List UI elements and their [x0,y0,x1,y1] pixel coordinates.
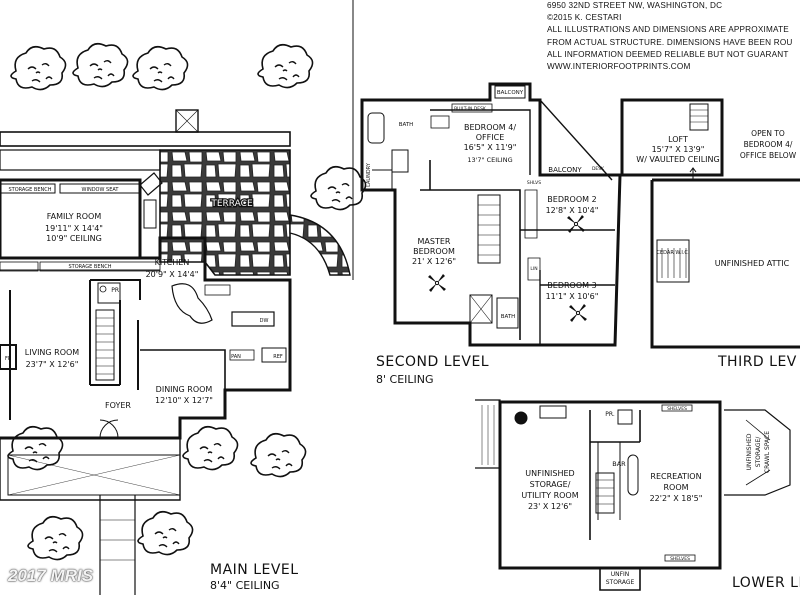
foyer-label: FOYER [105,401,131,410]
plan-header: 6950 32ND STREET NW, WASHINGTON, DC ©201… [547,0,800,73]
kitchen-name: KITCHEN [155,258,190,267]
website: WWW.INTERIORFOOTPRINTS.COM [547,61,691,71]
third-level-labels: LOFT 15'7" X 13'9" W/ VAULTED CEILING OP… [636,129,796,268]
dishwasher-label: DW [260,318,269,324]
linen-label: LIN [530,266,537,272]
master-name: MASTER [418,237,451,246]
bedroom2-name: BEDROOM 2 [547,195,596,204]
bedroom4-name: BEDROOM 4/ [464,123,516,132]
pantry-label: PAN [231,354,241,360]
bath-lower-label: BATH [501,314,516,320]
bath-upper-label: BATH [399,122,414,128]
unfin-storage-line2: STORAGE [606,579,635,586]
disclaimer-2: FROM ACTUAL STRUCTURE. DIMENSIONS HAVE B… [547,37,793,47]
laundry-label: LAUNDRY [366,162,372,187]
crawl-line2: STORAGE/ [755,436,762,468]
second-level-plan [360,82,622,347]
storage-line3: UTILITY ROOM [521,491,578,500]
main-level-labels: FAMILY ROOM 19'11" X 14'4" 10'9" CEILING… [5,187,283,410]
living-room-name: LIVING ROOM [25,348,80,357]
powder-room-lower-label: PR. [605,411,615,418]
attic-name: UNFINISHED ATTIC [715,259,790,268]
shelves-second-label: SHLVS [527,180,541,186]
second-level-title: SECOND LEVEL [376,354,490,370]
lower-level-plan [475,399,791,591]
family-room-ceiling: 10'9" CEILING [46,234,102,243]
loft-ceiling: W/ VAULTED CEILING [636,155,719,164]
main-level-plan [0,0,367,595]
main-level-title: MAIN LEVEL [210,562,299,578]
lower-level-title: LOWER LE [732,575,800,591]
recreation-name2: ROOM [663,483,688,492]
storage-line1: UNFINISHED [525,469,574,478]
balcony-side-label: BALCONY [548,166,582,174]
disclaimer-3: ALL INFORMATION DEEMED RELIABLE BUT NOT … [547,49,789,59]
storage-bench-lower-label: STORAGE BENCH [69,264,112,270]
shelves-top-label: SHELVES [667,406,687,412]
loft-dims: 15'7" X 13'9" [652,145,705,154]
storage-bench-label: STORAGE BENCH [9,187,52,193]
bedroom3-dims: 11'1" X 10'6" [546,292,599,301]
recreation-dims: 22'2" X 18'5" [650,494,703,503]
family-room-dims: 19'11" X 14'4" [45,224,103,233]
bedroom2-dims: 12'8" X 10'4" [546,206,599,215]
watermark: 2017 MRIS [8,566,94,585]
kitchen-dims: 20'9" X 14'4" [146,270,199,279]
crawl-line3: CRAWL SPACE [764,431,771,473]
crawl-line1: UNFINISHED [746,433,753,470]
living-room-dims: 23'7" X 12'6" [26,360,79,369]
open-to-line2: BEDROOM 4/ [744,140,793,149]
disclaimer-1: ALL ILLUSTRATIONS AND DIMENSIONS ARE APP… [547,25,789,35]
desk-label: DESK [592,166,605,172]
balcony-top-label: BALCONY [497,90,524,96]
shelves-bottom-label: SHELVES [670,556,690,562]
third-level-plan [620,98,800,349]
open-to-line1: OPEN TO [751,129,785,138]
main-level-ceiling: 8'4" CEILING [210,579,280,592]
open-to-line3: OFFICE BELOW [740,151,797,160]
powder-room-label: PR. [111,287,121,294]
master-name2: BEDROOM [413,247,455,256]
recreation-name: RECREATION [650,472,701,481]
second-level-ceiling: 8' CEILING [376,373,434,386]
family-room-name: FAMILY ROOM [47,212,102,221]
builtin-desk-label: BUILT-IN DESK [454,106,487,112]
fireplace-label: FP [5,356,11,362]
lower-level-labels: UNFINISHED STORAGE/ UTILITY ROOM 23' X 1… [521,406,771,586]
dining-room-name: DINING ROOM [156,385,213,394]
loft-name: LOFT [668,135,688,144]
third-level-title: THIRD LEV [718,354,797,370]
cedar-wic-label: CEDAR W.I.C. [656,250,689,256]
bedroom4-dims: 16'5" X 11'9" [464,143,517,152]
master-dims: 21' X 12'6" [412,257,456,266]
copyright: ©2015 K. CESTARI [547,13,622,23]
refrigerator-label: REF [273,354,283,360]
address: 6950 32ND STREET NW, WASHINGTON, DC [547,1,723,10]
terrace-label: TERRACE [210,199,253,209]
second-level-labels: BEDROOM 4/ OFFICE 16'5" X 11'9" 13'7" CE… [366,90,605,320]
unfin-storage-line1: UNFIN [611,571,630,578]
bedroom3-name: BEDROOM 3 [547,281,596,290]
dining-room-dims: 12'10" X 12'7" [155,396,213,405]
storage-line2: STORAGE/ [530,480,571,489]
window-seat-label: WINDOW SEAT [82,187,120,193]
bedroom4-ceiling: 13'7" CEILING [467,156,512,164]
bar-label: BAR [612,460,626,468]
storage-dims: 23' X 12'6" [528,502,572,511]
bedroom4-name2: OFFICE [476,133,505,142]
